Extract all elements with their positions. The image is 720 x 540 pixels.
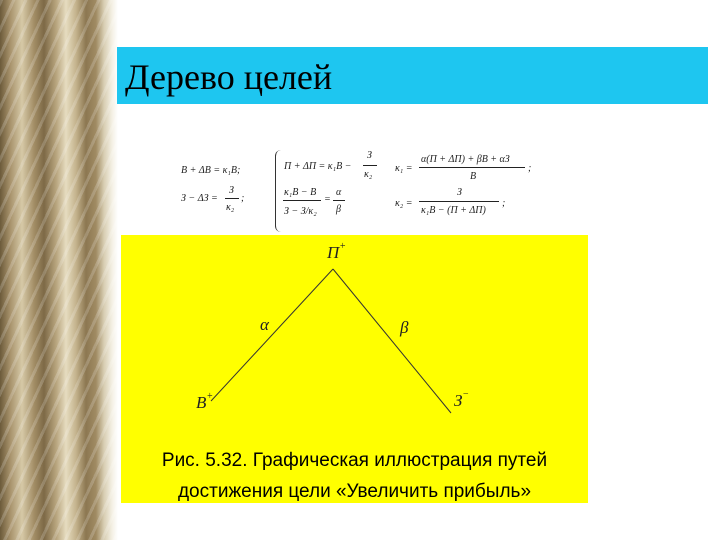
fraction-bar [363, 165, 377, 166]
node-left: B+ [196, 391, 214, 413]
formula-k1-den: B [470, 171, 477, 182]
formula-system-2-eq: = [324, 194, 331, 205]
caption-line-1: Рис. 5.32. Графическая иллюстрация путей [161, 450, 548, 471]
formula-system-2-rnum: α [336, 187, 342, 198]
goal-tree-diagram [210, 268, 452, 414]
formula-system-2-rden: β [336, 204, 341, 215]
formula-left-2: З − ΔЗ = [181, 193, 218, 204]
formula-system-1: П + ΔП = κ₁B − [284, 161, 352, 172]
edge-left-line [210, 268, 334, 402]
formula-left-2-den: κ₂ [226, 202, 235, 213]
formula-left-2-num: З [229, 185, 234, 196]
node-left-label: B [196, 393, 207, 412]
caption-line-2: достижения цели «Увеличить прибыль» [177, 481, 532, 502]
figure-caption: Рис. 5.32. Графическая иллюстрация путей… [121, 445, 588, 507]
fraction-bar [419, 201, 499, 202]
slide-title: Дерево целей [125, 57, 333, 97]
formula-system-1-num: З [367, 150, 372, 161]
node-right: З− [454, 389, 470, 411]
fraction-bar [333, 200, 345, 201]
figure-panel: П+ B+ З− α β Рис. 5.32. Графическая иллю… [121, 235, 588, 503]
edge-right-label: β [400, 318, 409, 337]
formula-system-1-den: κ₂ [364, 169, 373, 180]
node-top-label: П [327, 243, 340, 262]
system-brace [275, 150, 282, 232]
node-right-sup: − [462, 389, 470, 401]
formula-k1-end: ; [528, 163, 532, 174]
edge-right-line [332, 268, 452, 414]
node-left-sup: + [206, 391, 214, 403]
fraction-bar [283, 200, 321, 201]
title-bar: Дерево целей [117, 47, 708, 104]
fraction-bar [419, 167, 525, 168]
decorative-side-stripe [0, 0, 118, 540]
formula-k2-end: ; [502, 198, 506, 209]
edge-left-label: α [260, 315, 269, 334]
fraction-bar [225, 198, 239, 199]
formula-left-1: B + ΔB = κ₁B; [181, 165, 241, 176]
formula-k1-lhs: κ₁ = [395, 163, 413, 174]
formula-left-2-end: ; [241, 193, 245, 204]
formula-k2-den: κ₁B − (П + ΔП) [421, 205, 486, 216]
formula-k2-lhs: κ₂ = [395, 198, 413, 209]
node-top: П+ [327, 241, 347, 263]
formula-system-2-num: κ₁B − B [284, 187, 317, 198]
node-right-label: З [454, 391, 463, 410]
formula-k1-num: α(П + ΔП) + βB + αЗ [421, 154, 510, 165]
formula-system-2-den: З − З/κ₂ [284, 206, 317, 217]
formula-k2-num: З [457, 187, 462, 198]
node-top-sup: + [339, 241, 347, 253]
